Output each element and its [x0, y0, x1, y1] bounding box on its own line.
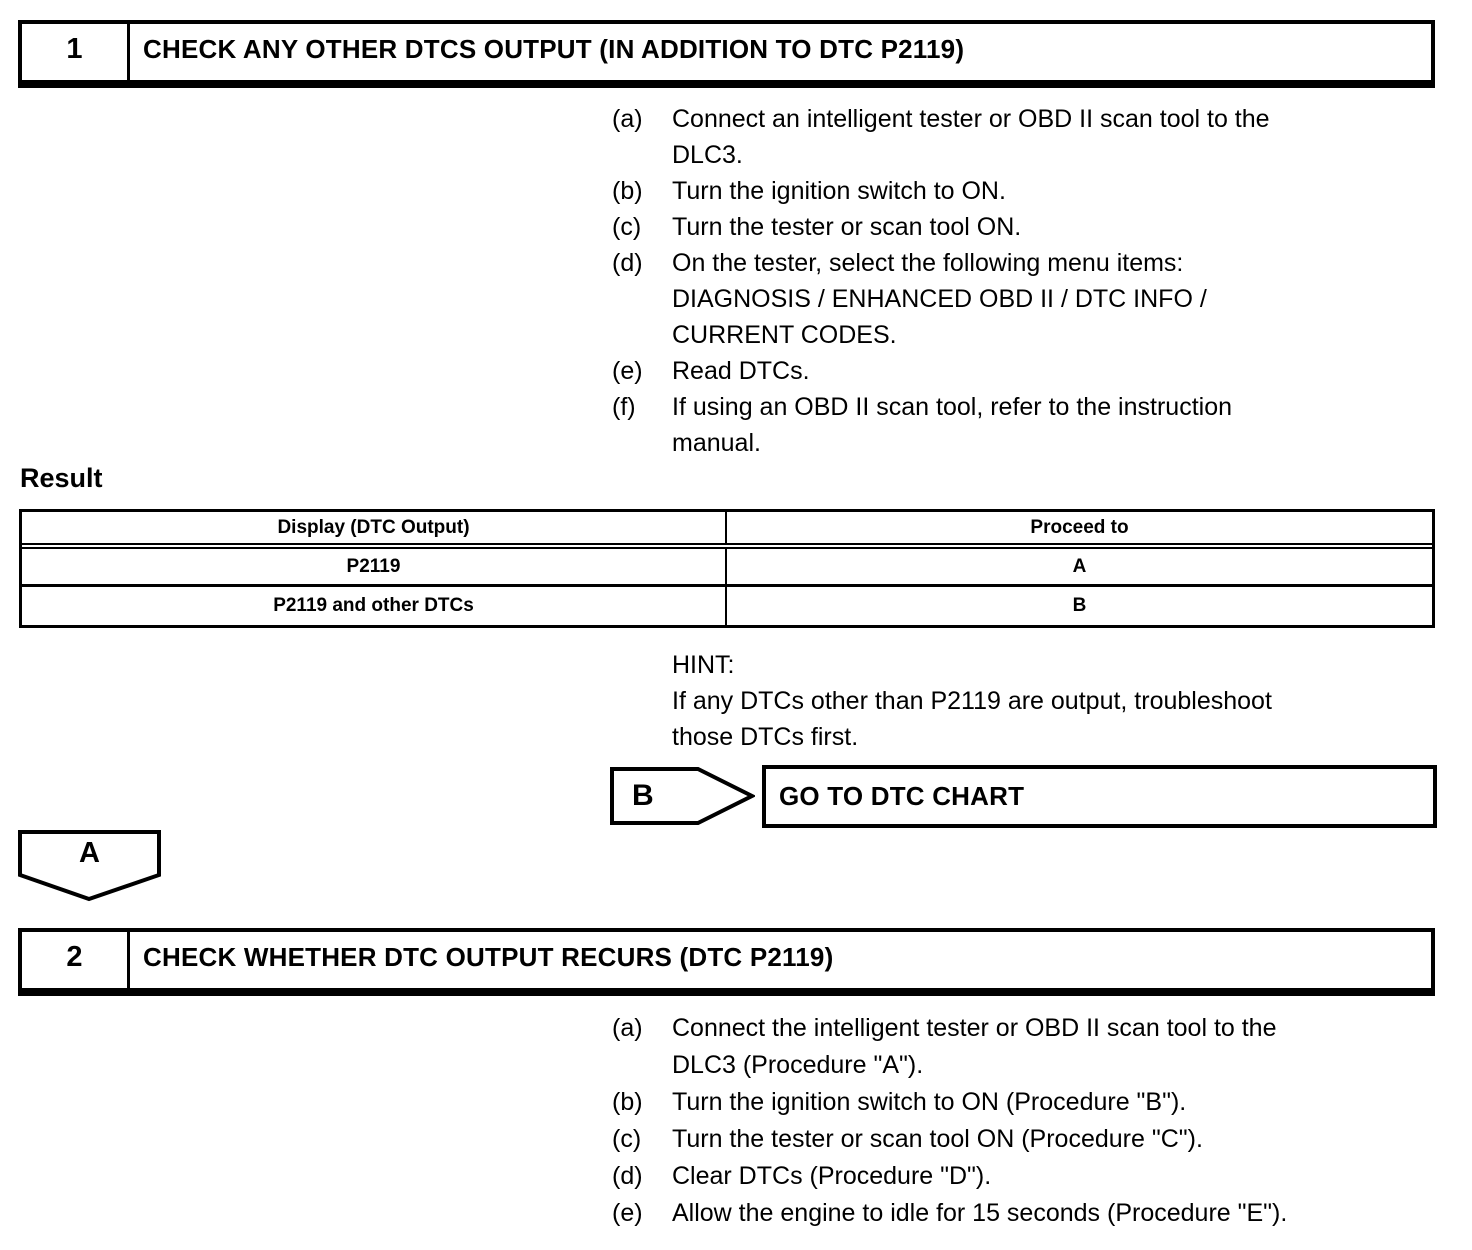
result-table: Display (DTC Output) Proceed to P2119 A …: [19, 509, 1435, 628]
hint-text: If any DTCs other than P2119 are output,…: [672, 687, 1272, 751]
substep-marker: (d): [612, 1162, 643, 1190]
cell-proceed: A: [1072, 555, 1087, 577]
result-heading: Result: [20, 463, 103, 493]
substep-marker: (f): [612, 393, 636, 421]
branch-b-label: B: [632, 779, 654, 812]
substep-marker: (c): [612, 213, 642, 241]
substep: (a) Connect the intelligent tester or OB…: [612, 1010, 1424, 1084]
substep-text: If using an OBD II scan tool, refer to t…: [672, 393, 1232, 457]
cell-display: P2119 and other DTCs: [22, 587, 727, 625]
cell-proceed: B: [1072, 595, 1087, 616]
header-cell-proceed: Proceed to: [1030, 516, 1129, 538]
step1-title: CHECK ANY OTHER DTCS OUTPUT (IN ADDITION…: [143, 34, 965, 64]
connector-a: A: [18, 830, 161, 902]
substep: (e) Allow the engine to idle for 15 seco…: [612, 1195, 1424, 1232]
substep-marker: (c): [612, 1125, 642, 1153]
substep-marker: (a): [612, 1014, 643, 1042]
substep-text: Allow the engine to idle for 15 seconds …: [672, 1199, 1288, 1227]
substep-marker: (e): [612, 1199, 643, 1227]
substep-text: Turn the tester or scan tool ON.: [672, 213, 1022, 241]
substep: (b) Turn the ignition switch to ON (Proc…: [612, 1084, 1424, 1121]
substep-text: Turn the ignition switch to ON (Procedur…: [672, 1088, 1187, 1116]
step2-substeps: (a) Connect the intelligent tester or OB…: [612, 1010, 1424, 1232]
branch-b-row: B GO TO DTC CHART: [610, 765, 1437, 828]
substep-text: Connect an intelligent tester or OBD II …: [672, 105, 1270, 169]
substep: (d) Clear DTCs (Procedure "D").: [612, 1158, 1424, 1195]
step2-number: 2: [22, 932, 130, 988]
substep-text: Read DTCs.: [672, 357, 810, 385]
hint-label: HINT:: [672, 651, 735, 679]
substep-text: Turn the tester or scan tool ON (Procedu…: [672, 1125, 1203, 1153]
header-cell-display: Display (DTC Output): [22, 512, 727, 543]
goto-dtc-chart-box: GO TO DTC CHART: [762, 765, 1437, 828]
step2-title: CHECK WHETHER DTC OUTPUT RECURS (DTC P21…: [143, 942, 834, 972]
substep: (d) On the tester, select the following …: [612, 245, 1424, 353]
table-row: P2119 and other DTCs B: [22, 587, 1432, 625]
hint-block: HINT: If any DTCs other than P2119 are o…: [672, 647, 1432, 755]
substep: (c) Turn the tester or scan tool ON (Pro…: [612, 1121, 1424, 1158]
substep-text: Turn the ignition switch to ON.: [672, 177, 1006, 205]
step1-substeps: (a) Connect an intelligent tester or OBD…: [612, 101, 1424, 461]
substep: (a) Connect an intelligent tester or OBD…: [612, 101, 1424, 173]
substep-marker: (b): [612, 1088, 643, 1116]
substep-text: Clear DTCs (Procedure "D").: [672, 1162, 992, 1190]
substep-marker: (a): [612, 105, 643, 133]
substep-text: On the tester, select the following menu…: [672, 249, 1207, 349]
substep-text: Connect the intelligent tester or OBD II…: [672, 1014, 1277, 1079]
step1-header: 1 CHECK ANY OTHER DTCS OUTPUT (IN ADDITI…: [18, 20, 1435, 88]
branch-b-arrow-icon: [610, 767, 755, 825]
substep: (f) If using an OBD II scan tool, refer …: [612, 389, 1424, 461]
table-row: P2119 A: [22, 549, 1432, 587]
substep-marker: (e): [612, 357, 643, 385]
connector-a-shape-icon: [18, 830, 161, 902]
substep-marker: (d): [612, 249, 643, 277]
step1-number: 1: [22, 24, 130, 80]
connector-a-label: A: [79, 837, 100, 869]
table-header-row: Display (DTC Output) Proceed to: [22, 512, 1432, 549]
substep-marker: (b): [612, 177, 643, 205]
substep: (e) Read DTCs.: [612, 353, 1424, 389]
substep: (b) Turn the ignition switch to ON.: [612, 173, 1424, 209]
substep: (c) Turn the tester or scan tool ON.: [612, 209, 1424, 245]
cell-display: P2119: [22, 549, 727, 584]
step2-header: 2 CHECK WHETHER DTC OUTPUT RECURS (DTC P…: [18, 928, 1435, 996]
